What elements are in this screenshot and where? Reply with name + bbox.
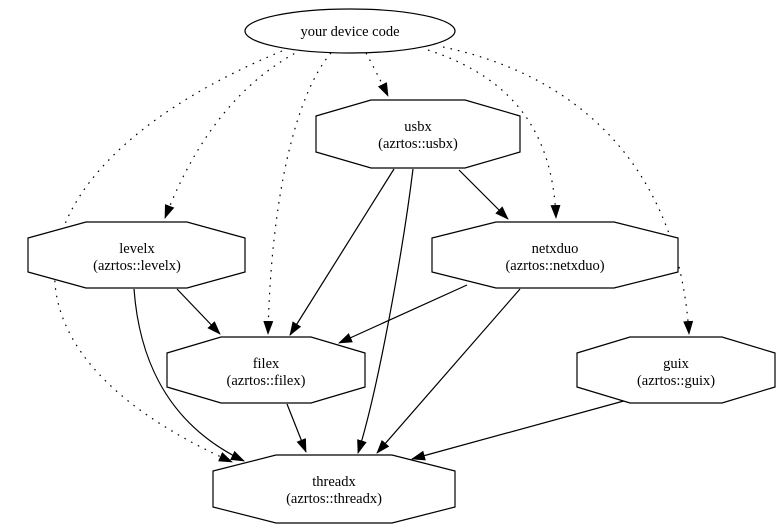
node-levelx-label: levelx [119,241,155,257]
node-device-code: your device code [244,8,456,54]
node-device-code-label: your device code [300,24,399,40]
node-netxduo-sublabel: (azrtos::netxduo) [505,258,604,274]
node-guix-sublabel: (azrtos::guix) [637,373,715,389]
edge-guix-to-threadx [411,398,632,461]
edge-levelx-to-threadx [133,288,245,462]
edge-netxduo-to-threadx [376,288,521,454]
node-netxduo: netxduo (azrtos::netxduo) [431,221,679,289]
edge-filex-to-threadx [286,403,307,453]
node-usbx-label: usbx [404,119,432,135]
node-guix-shape [576,336,776,404]
edge-netxduo-to-filex [338,284,468,344]
edge-usbx-to-netxduo [458,169,509,220]
node-guix-label: guix [663,356,690,372]
node-threadx-label: threadx [312,474,356,490]
node-filex-shape [166,336,366,404]
node-levelx-shape [27,221,246,289]
node-device-code-shape [244,8,456,54]
node-levelx: levelx (azrtos::levelx) [27,221,246,289]
node-levelx-sublabel: (azrtos::levelx) [93,258,181,274]
edge-device-code-to-guix [442,46,694,335]
node-netxduo-shape [431,221,679,289]
node-netxduo-label: netxduo [532,241,579,257]
node-filex-label: filex [253,356,280,372]
node-usbx: usbx (azrtos::usbx) [315,99,521,169]
node-threadx-shape [212,454,456,524]
node-guix: guix (azrtos::guix) [576,336,776,404]
edge-usbx-to-threadx [357,168,414,454]
node-threadx: threadx (azrtos::threadx) [212,454,456,524]
node-filex-sublabel: (azrtos::filex) [227,373,306,389]
edge-device-code-to-usbx [365,52,389,97]
node-usbx-shape [315,99,521,169]
node-usbx-sublabel: (azrtos::usbx) [378,136,458,152]
edge-levelx-to-filex [176,288,221,335]
node-filex: filex (azrtos::filex) [166,336,366,404]
edge-device-code-to-netxduo [427,49,561,219]
edge-device-code-to-levelx [164,49,302,219]
node-threadx-sublabel: (azrtos::threadx) [286,491,382,507]
edge-device-code-to-filex [263,52,332,335]
edge-usbx-to-filex [289,168,395,336]
